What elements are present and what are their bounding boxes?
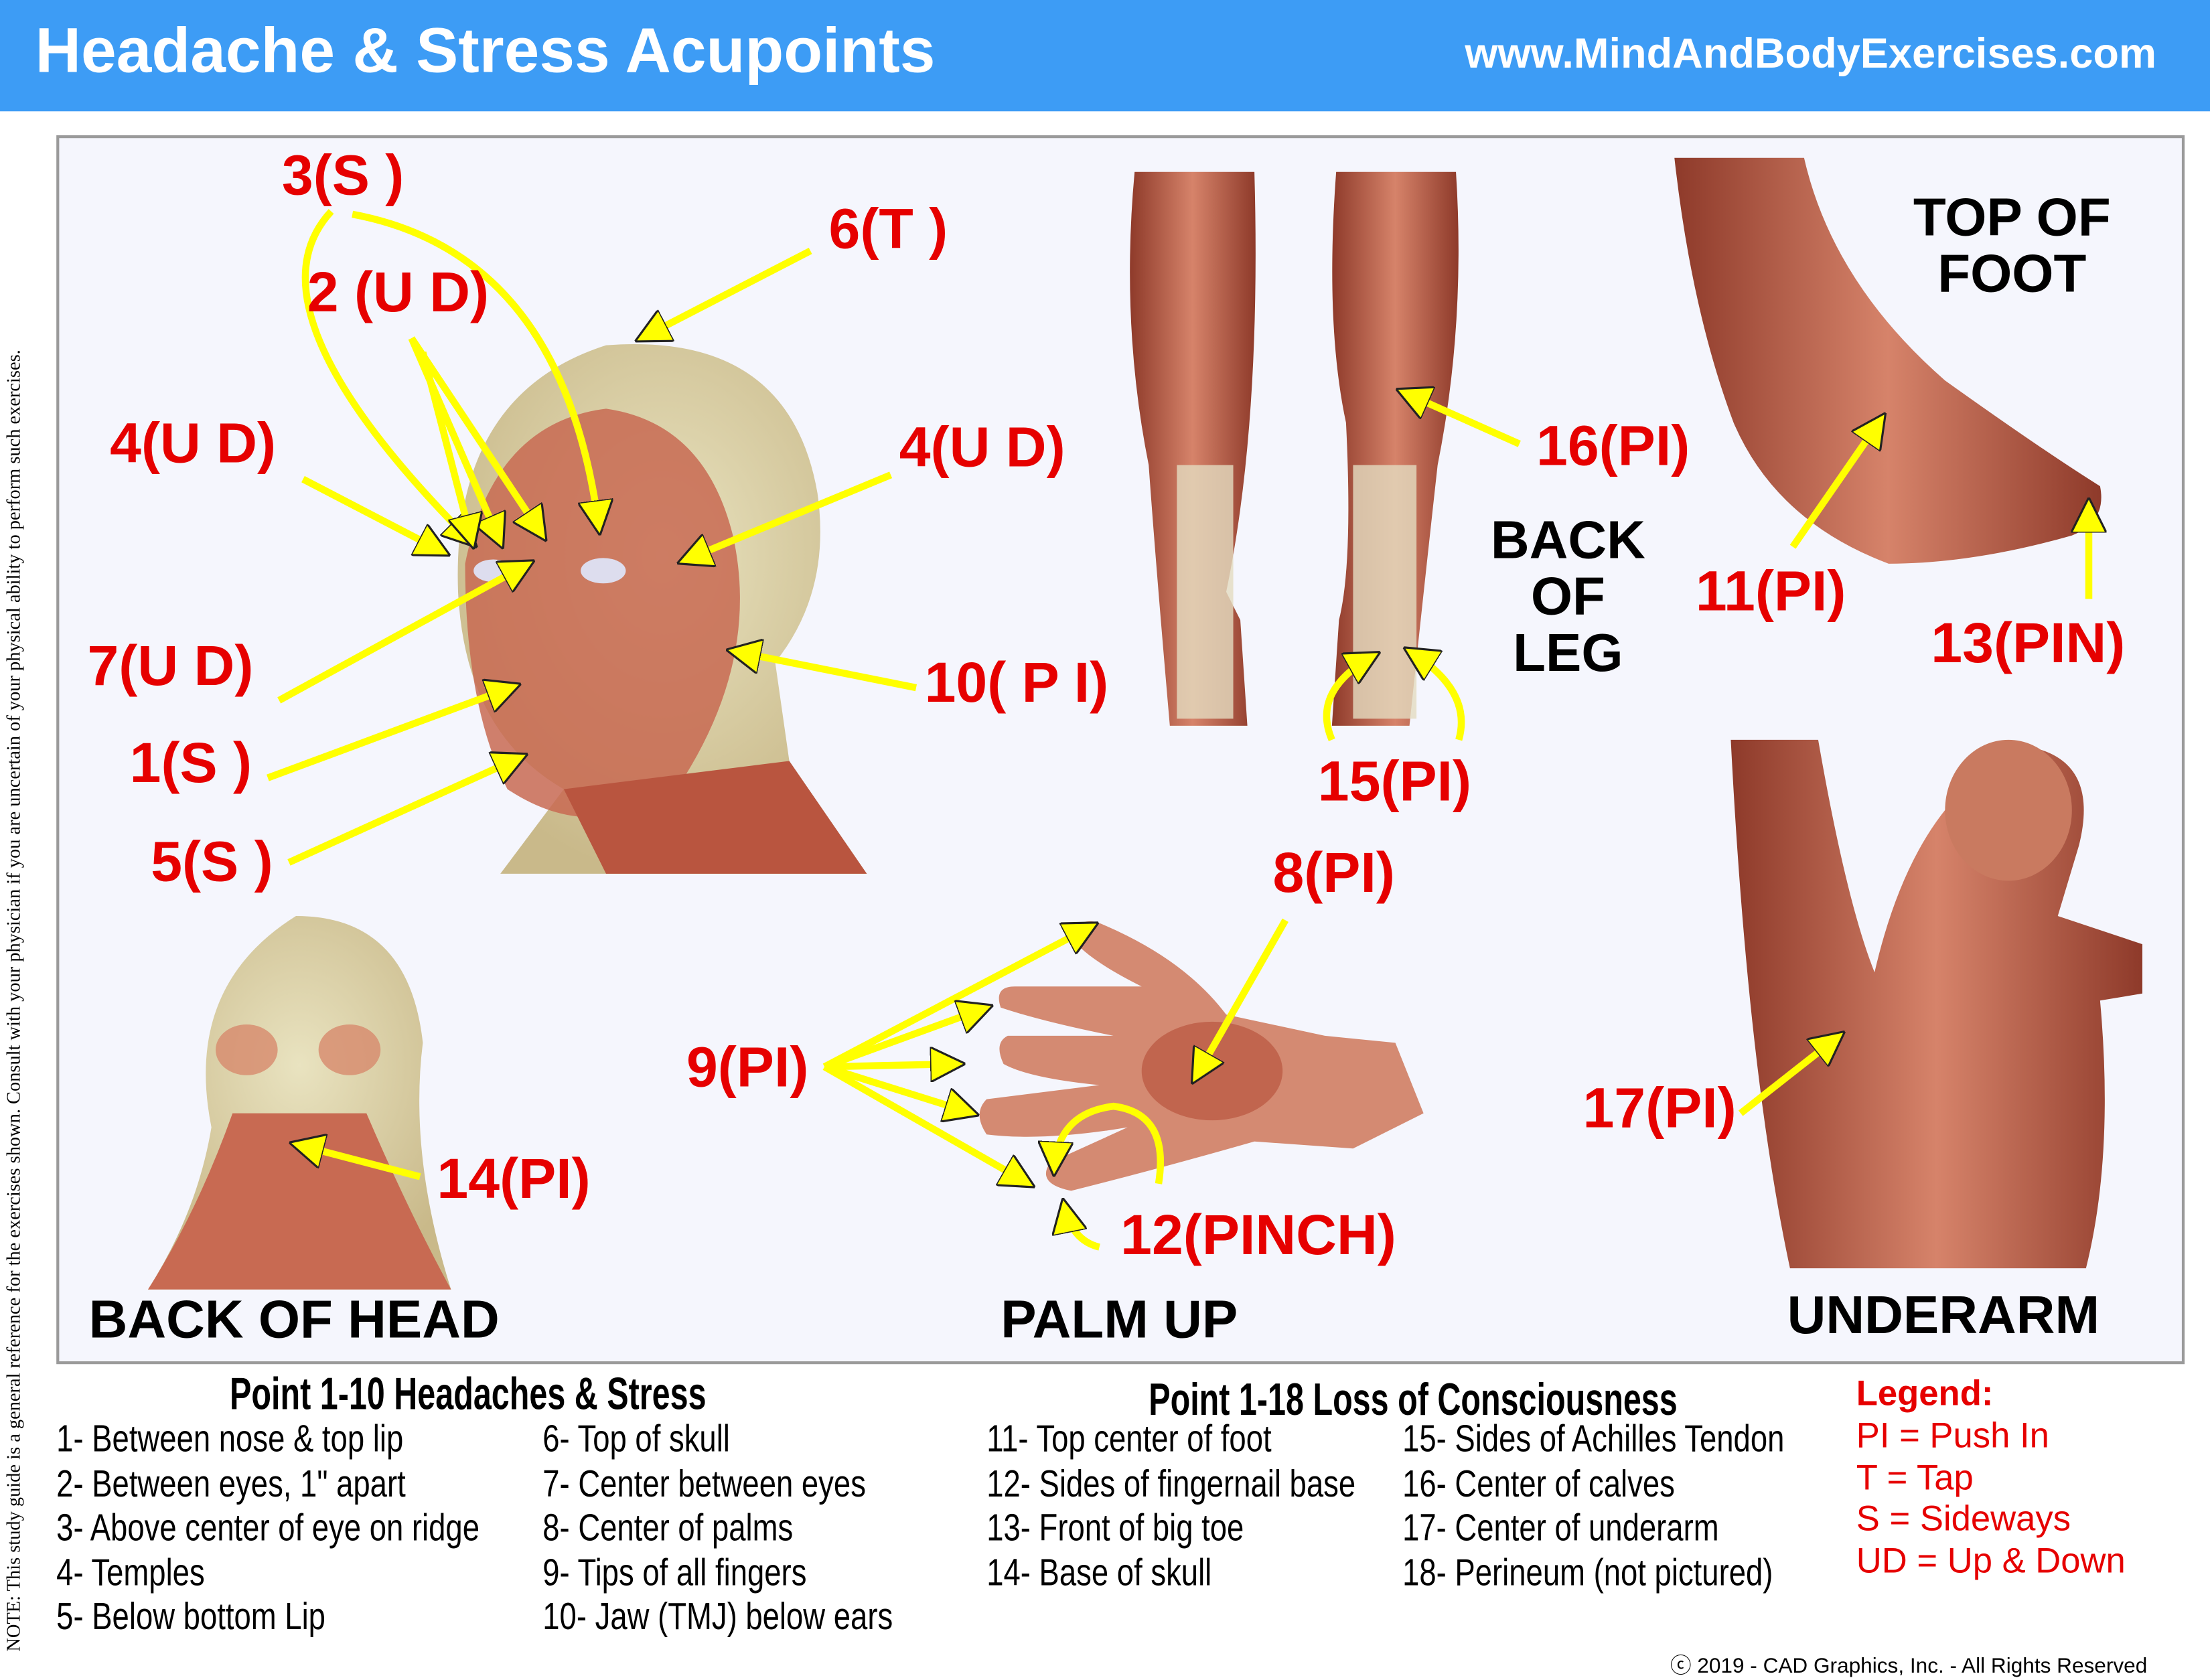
point-list-item: 16- Center of calves [1402, 1462, 1675, 1505]
label-point-8: 8(PI) [1272, 842, 1395, 905]
point-list-item: 2- Between eyes, 1" apart [56, 1462, 406, 1505]
label-point-14: 14(PI) [437, 1148, 591, 1211]
website-url: www.MindAndBodyExercises.com [1465, 31, 2157, 78]
label-point-2: 2 (U D) [307, 262, 490, 325]
legend-item: S = Sideways [1856, 1499, 2071, 1539]
label-point-4-right: 4(U D) [899, 416, 1065, 479]
arrows [267, 209, 2089, 1251]
section-underarm: UNDERARM [1787, 1286, 2100, 1346]
section-back-of-leg: BACK OF LEG [1490, 511, 1645, 684]
label-point-1: 1(S ) [129, 733, 252, 795]
section-palm-up: PALM UP [1001, 1290, 1238, 1351]
legend-item: UD = Up & Down [1856, 1541, 2126, 1582]
header-bar: Headache & Stress Acupoints www.MindAndB… [0, 0, 2210, 112]
label-point-4-left: 4(U D) [110, 412, 277, 475]
label-point-13: 13(PIN) [1931, 613, 2126, 676]
point-list-item: 11- Top center of foot [986, 1418, 1272, 1460]
label-point-11: 11(PI) [1695, 560, 1846, 623]
label-point-9: 9(PI) [686, 1037, 809, 1099]
label-point-3: 3(S ) [281, 145, 404, 208]
point-list-item: 4- Temples [56, 1551, 205, 1594]
legs-figure [1130, 171, 1459, 726]
point-list-item: 18- Perineum (not pictured) [1402, 1551, 1773, 1594]
section-back-of-head: BACK OF HEAD [88, 1290, 500, 1351]
label-point-5: 5(S ) [151, 831, 273, 894]
point-list-item: 5- Below bottom Lip [56, 1596, 325, 1638]
point-list-item: 1- Between nose & top lip [56, 1418, 404, 1460]
head-figure [457, 343, 867, 874]
label-point-15: 15(PI) [1317, 751, 1472, 814]
point-list-item: 8- Center of palms [542, 1507, 794, 1549]
legend-item: T = Tap [1856, 1458, 1974, 1499]
point-list-item: 10- Jaw (TMJ) below ears [542, 1596, 893, 1638]
point-list-item: 6- Top of skull [542, 1418, 730, 1460]
label-point-7: 7(U D) [87, 635, 254, 698]
point-list-item: 9- Tips of all fingers [542, 1551, 807, 1594]
label-point-17: 17(PI) [1582, 1078, 1737, 1140]
label-point-16: 16(PI) [1536, 415, 1690, 478]
legend-item: PI = Push In [1856, 1416, 2049, 1456]
consciousness-heading: Point 1-18 Loss of Consciousness [1149, 1373, 1678, 1425]
torso-figure [1730, 739, 2142, 1269]
point-list-item: 13- Front of big toe [986, 1507, 1244, 1549]
back-of-head-figure [147, 915, 451, 1290]
point-list-item: 7- Center between eyes [542, 1462, 866, 1505]
point-list-item: 17- Center of underarm [1402, 1507, 1719, 1549]
section-top-of-foot: TOP OF FOOT [1913, 189, 2111, 305]
foot-figure [1674, 157, 2102, 564]
page-title: Headache & Stress Acupoints [35, 14, 936, 86]
label-point-10: 10( P I) [924, 652, 1109, 715]
point-list-item: 3- Above center of eye on ridge [56, 1507, 480, 1549]
point-list-item: 14- Base of skull [986, 1551, 1212, 1594]
point-list-item: 15- Sides of Achilles Tendon [1402, 1418, 1785, 1460]
copyright: ⓒ 2019 - CAD Graphics, Inc. - All Rights… [1670, 1654, 2148, 1679]
label-point-12: 12(PINCH) [1120, 1205, 1396, 1268]
point-list-item: 12- Sides of fingernail base [986, 1462, 1356, 1505]
legend-title: Legend: [1856, 1373, 1994, 1414]
label-point-6: 6(T ) [828, 198, 948, 261]
headaches-heading: Point 1-10 Headaches & Stress [230, 1368, 707, 1420]
